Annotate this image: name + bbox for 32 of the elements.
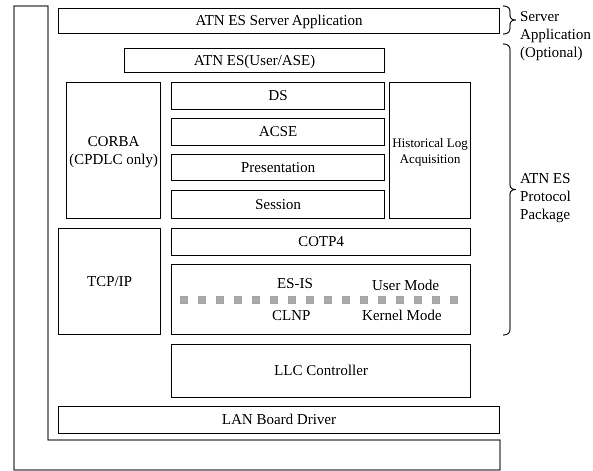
layer-box bbox=[124, 48, 385, 73]
layer-box bbox=[389, 82, 471, 219]
brace-label: ATN ES Protocol Package bbox=[520, 170, 572, 224]
layer-label: LAN Board Driver bbox=[222, 411, 336, 429]
layer-box bbox=[171, 82, 385, 110]
layer-label: ES-IS bbox=[277, 275, 313, 293]
layer-label: CORBA (CPDLC only) bbox=[68, 132, 159, 168]
brace-label: Server Application (Optional) bbox=[520, 8, 590, 62]
layer-box bbox=[58, 406, 500, 434]
layer-box bbox=[171, 264, 471, 335]
layer-label: ATN ES(User/ASE) bbox=[194, 52, 316, 70]
layer-box bbox=[171, 190, 385, 219]
os-layer-outline bbox=[14, 6, 500, 470]
layer-label: TCP/IP bbox=[86, 272, 132, 290]
layer-label: User Mode bbox=[372, 277, 440, 295]
layer-box bbox=[171, 118, 385, 146]
layer-label: ATN ES Server Application bbox=[195, 12, 363, 30]
layer-label: Historical Log Acquisition bbox=[391, 134, 469, 166]
layer-label: Presentation bbox=[240, 158, 316, 176]
layer-label: CLNP bbox=[272, 307, 310, 325]
layer-box bbox=[58, 228, 161, 335]
layer-label: COTP4 bbox=[298, 233, 344, 251]
layer-box bbox=[171, 154, 385, 181]
layer-box bbox=[66, 82, 161, 219]
layer-label: Kernel Mode bbox=[362, 307, 442, 325]
layer-box bbox=[171, 344, 471, 398]
layer-label: LLC Controller bbox=[274, 362, 368, 380]
layer-box bbox=[58, 8, 500, 34]
layer-box bbox=[171, 228, 471, 256]
layer-label: DS bbox=[268, 87, 288, 105]
layer-label: Session bbox=[255, 196, 301, 214]
layer-label: ACSE bbox=[258, 123, 298, 141]
